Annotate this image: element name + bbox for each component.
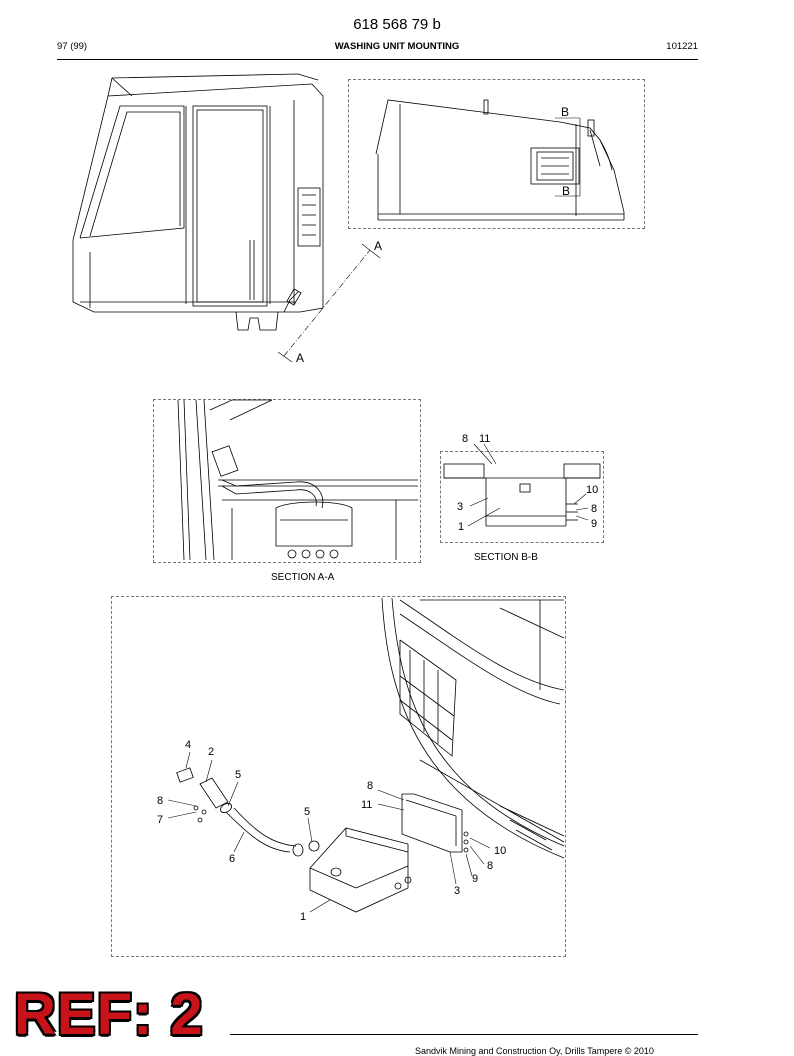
footer-rule xyxy=(230,1034,698,1035)
cut-label-b-bottom: B xyxy=(562,184,570,198)
callout-8c: 8 xyxy=(487,860,493,872)
callout-4: 4 xyxy=(185,739,191,751)
page-title: WASHING UNIT MOUNTING xyxy=(334,41,460,52)
callout-8: 8 xyxy=(157,795,163,807)
callout-2: 2 xyxy=(208,746,214,758)
page-number: 97 (99) xyxy=(57,41,88,52)
cut-label-a-top: A xyxy=(374,239,382,253)
exploded-leaders xyxy=(167,751,491,913)
callout-1: 1 xyxy=(300,911,306,923)
callout-8b: 8 xyxy=(367,780,373,792)
document-number: 618 568 79 b xyxy=(353,16,441,33)
bb-callout-10: 10 xyxy=(586,484,598,496)
callout-10: 10 xyxy=(494,845,506,857)
section-bb-drawing xyxy=(443,463,601,527)
cabin-drawing xyxy=(72,73,324,331)
footer-copyright: Sandvik Mining and Construction Oy, Dril… xyxy=(415,1046,654,1056)
bb-callout-8b: 8 xyxy=(591,503,597,515)
section-cut-line-b xyxy=(555,117,581,197)
callout-7: 7 xyxy=(157,814,163,826)
cut-label-a-bottom: A xyxy=(296,351,304,365)
ref-stamp: REF: 2 xyxy=(14,982,204,1047)
section-aa-caption: SECTION A-A xyxy=(271,572,335,583)
callout-5: 5 xyxy=(235,769,241,781)
exploded-cabin-drawing xyxy=(381,597,565,859)
section-bb-frame xyxy=(440,451,604,543)
exploded-view-frame xyxy=(111,596,566,957)
bb-callout-8: 8 xyxy=(462,433,468,445)
section-aa-frame xyxy=(153,399,421,563)
detail-view-frame xyxy=(348,79,645,229)
callout-11: 11 xyxy=(361,799,372,811)
bb-callout-3: 3 xyxy=(457,501,463,513)
callout-3: 3 xyxy=(454,885,460,897)
bb-callout-11: 11 xyxy=(479,433,490,445)
callout-9: 9 xyxy=(472,873,478,885)
header-rule xyxy=(57,59,698,60)
callout-6: 6 xyxy=(229,853,235,865)
cut-label-b-top: B xyxy=(561,105,569,119)
section-bb-leaders xyxy=(467,443,589,527)
section-bb-caption: SECTION B-B xyxy=(474,552,538,563)
bb-callout-1: 1 xyxy=(458,521,464,533)
bb-callout-9: 9 xyxy=(591,518,597,530)
section-aa-drawing xyxy=(177,399,418,561)
date-code: 101221 xyxy=(666,41,698,52)
callout-5b: 5 xyxy=(304,806,310,818)
section-cut-line-a xyxy=(277,243,381,363)
detail-view-drawing xyxy=(375,99,625,221)
exploded-parts-drawing xyxy=(176,767,469,913)
